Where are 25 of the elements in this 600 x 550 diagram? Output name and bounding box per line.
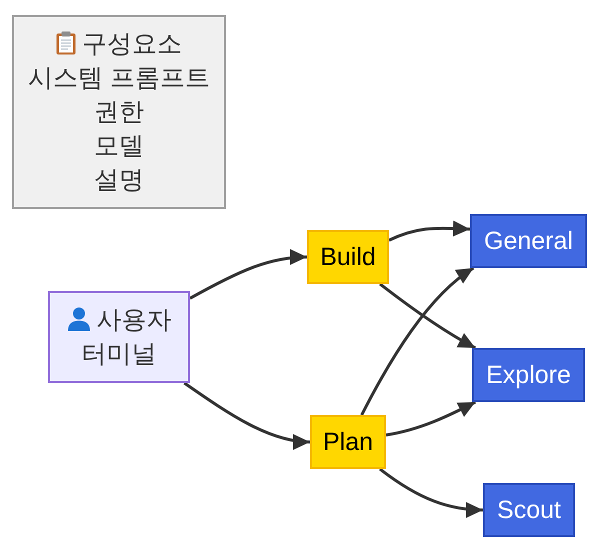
user-box <box>48 291 190 383</box>
note-box <box>12 15 226 209</box>
node-label: 권한 <box>94 98 144 126</box>
agent-box <box>470 214 587 268</box>
node-label: Explore <box>486 361 571 389</box>
process-box <box>307 230 389 284</box>
node-label: General <box>484 227 573 255</box>
node-label: Build <box>320 243 376 271</box>
arrow <box>360 266 474 416</box>
arrow <box>379 468 484 518</box>
node-label: 시스템 프롬프트 <box>28 64 210 92</box>
arrow <box>189 250 308 300</box>
arrow <box>379 282 476 350</box>
arrow <box>183 382 310 450</box>
node-label: 모델 <box>94 132 144 160</box>
arrow <box>388 220 470 242</box>
node-label: 사용자 터미널 <box>82 306 172 368</box>
arrow <box>386 400 476 436</box>
node-label: 구성요소 <box>82 30 182 58</box>
node-label: Plan <box>322 428 374 456</box>
process-box <box>310 415 386 469</box>
agent-box <box>472 348 585 402</box>
node-label: Scout <box>497 496 561 524</box>
node-label: 설명 <box>94 166 144 194</box>
agent-box <box>483 483 575 537</box>
